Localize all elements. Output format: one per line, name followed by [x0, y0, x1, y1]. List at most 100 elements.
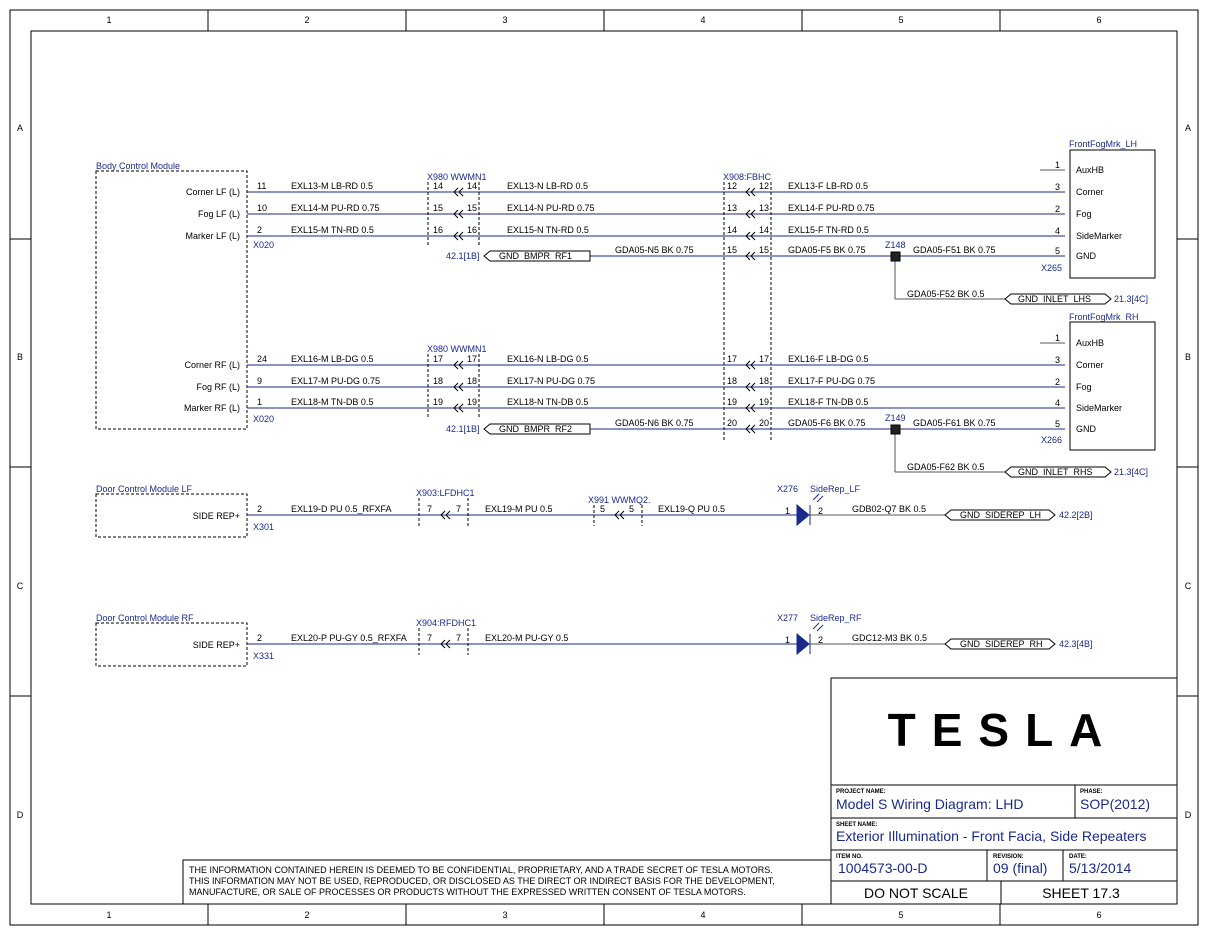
- row-label: B: [17, 352, 23, 362]
- sheet-number: SHEET 17.3: [1042, 885, 1120, 901]
- wire-label: GDA05-F51 BK 0.75: [913, 245, 996, 255]
- dcm-rf-title: Door Control Module RF: [96, 613, 194, 623]
- svg-text:1: 1: [1055, 160, 1060, 170]
- bcm-connector-id: X020: [253, 414, 274, 424]
- bcm-pin-label: Marker RF (L): [184, 403, 240, 413]
- svg-text:7: 7: [456, 504, 461, 514]
- row-label: A: [1185, 123, 1191, 133]
- svg-text:11: 11: [257, 181, 266, 191]
- connector-chevrons: [745, 187, 756, 261]
- dcm-pin-label: SIDE REP+: [193, 511, 240, 521]
- wire-label: EXL14-M PU-RD 0.75: [291, 203, 380, 213]
- gnd-flag-label: GND_BMPR_RF2: [499, 424, 572, 434]
- item-label: ITEM NO.: [836, 854, 863, 860]
- connector-chevrons: [614, 510, 625, 520]
- row-label: C: [1185, 581, 1192, 591]
- wire-label: EXL13-N LB-RD 0.5: [507, 181, 588, 191]
- svg-text:19: 19: [467, 397, 477, 407]
- row-label: B: [1185, 352, 1191, 362]
- fog-lamp-lh-box: [1069, 149, 1156, 279]
- wire-label: GDA05-F6 BK 0.75: [788, 418, 866, 428]
- project-name: Model S Wiring Diagram: LHD: [836, 796, 1024, 812]
- gnd-flag: [944, 509, 1056, 521]
- svg-text:13: 13: [727, 203, 737, 213]
- gnd-flag-label: GND_SIDEREP_LH: [960, 510, 1041, 520]
- svg-text:1: 1: [257, 397, 262, 407]
- svg-text:SideMarker: SideMarker: [1076, 231, 1122, 241]
- wire-label: EXL14-F PU-RD 0.75: [788, 203, 875, 213]
- svg-text:7: 7: [427, 633, 432, 643]
- svg-text:18: 18: [727, 376, 737, 386]
- svg-text:24: 24: [257, 354, 267, 364]
- svg-text:2: 2: [1055, 204, 1060, 214]
- svg-text:19: 19: [759, 397, 769, 407]
- col-label: 3: [502, 910, 507, 920]
- svg-text:2: 2: [818, 635, 823, 645]
- gnd-ref: 21.3[4C]: [1114, 294, 1148, 304]
- wire-label: EXL19-M PU 0.5: [485, 504, 553, 514]
- sheet-name-label: SHEET NAME:: [836, 822, 877, 828]
- row-label: A: [17, 123, 23, 133]
- project-label: PROJECT NAME:: [836, 789, 886, 795]
- fog-lamp-rh-box: [1069, 321, 1156, 451]
- svg-text:17: 17: [759, 354, 769, 364]
- col-label: 6: [1096, 910, 1101, 920]
- rh-wires: [247, 342, 1065, 473]
- bcm-connector-id: X020: [253, 240, 274, 250]
- wire-label: EXL17-N PU-DG 0.75: [507, 376, 595, 386]
- component-connector-id: X265: [1041, 263, 1062, 273]
- led-icon: [796, 622, 824, 656]
- svg-text:AuxHB: AuxHB: [1076, 165, 1104, 175]
- revision-value: 09 (final): [993, 860, 1047, 876]
- bcm-title: Body Control Module: [96, 161, 180, 171]
- gnd-flag: [483, 250, 591, 262]
- svg-text:19: 19: [433, 397, 443, 407]
- wire-label: EXL13-F LB-RD 0.5: [788, 181, 868, 191]
- wire-label: EXL20-P PU-GY 0.5_RFXFA: [291, 633, 407, 643]
- wire-label: GDA05-F61 BK 0.75: [913, 418, 996, 428]
- wire-label: EXL16-F LB-DG 0.5: [788, 354, 869, 364]
- svg-text:Corner: Corner: [1076, 187, 1104, 197]
- col-label: 5: [898, 15, 903, 25]
- pin-number: 2: [257, 633, 262, 643]
- svg-text:Fog: Fog: [1076, 209, 1092, 219]
- svg-text:1: 1: [1055, 333, 1060, 343]
- gnd-flag-label: GND_INLET_LHS: [1018, 294, 1091, 304]
- svg-text:15: 15: [433, 203, 443, 213]
- wire-label: EXL19-Q PU 0.5: [658, 504, 725, 514]
- connector-chevrons: [453, 360, 464, 413]
- dcm-connector-id: X331: [253, 651, 274, 661]
- gnd-ref: 21.3[4C]: [1114, 467, 1148, 477]
- svg-text:17: 17: [467, 354, 477, 364]
- col-label: 6: [1096, 15, 1101, 25]
- dcm-pin-label: SIDE REP+: [193, 640, 240, 650]
- wire-label: EXL14-N PU-RD 0.75: [507, 203, 595, 213]
- wire-label: EXL17-M PU-DG 0.75: [291, 376, 380, 386]
- wire-label: EXL18-M TN-DB 0.5: [291, 397, 373, 407]
- lamp-connector-id: X277: [777, 613, 798, 623]
- svg-text:19: 19: [727, 397, 737, 407]
- dcm-connector-id: X301: [253, 522, 274, 532]
- component-connector-id: X266: [1041, 435, 1062, 445]
- lh-pin-numbers: 11 10 2: [257, 181, 267, 235]
- bcm-pin-label: Corner LF (L): [186, 187, 240, 197]
- svg-text:14: 14: [467, 181, 477, 191]
- connector-chevrons: [440, 510, 451, 520]
- splice-id: Z149: [885, 413, 906, 423]
- wire-label: EXL16-M LB-DG 0.5: [291, 354, 374, 364]
- col-label: 2: [304, 910, 309, 920]
- svg-text:15: 15: [759, 245, 769, 255]
- svg-text:4: 4: [1055, 226, 1060, 236]
- svg-text:Fog: Fog: [1076, 382, 1092, 392]
- svg-text:Corner: Corner: [1076, 360, 1104, 370]
- col-label: 4: [700, 15, 705, 25]
- gnd-flag: [944, 638, 1056, 650]
- wire-label: EXL15-M TN-RD 0.5: [291, 225, 374, 235]
- led-icon: [796, 493, 824, 527]
- svg-text:7: 7: [456, 633, 461, 643]
